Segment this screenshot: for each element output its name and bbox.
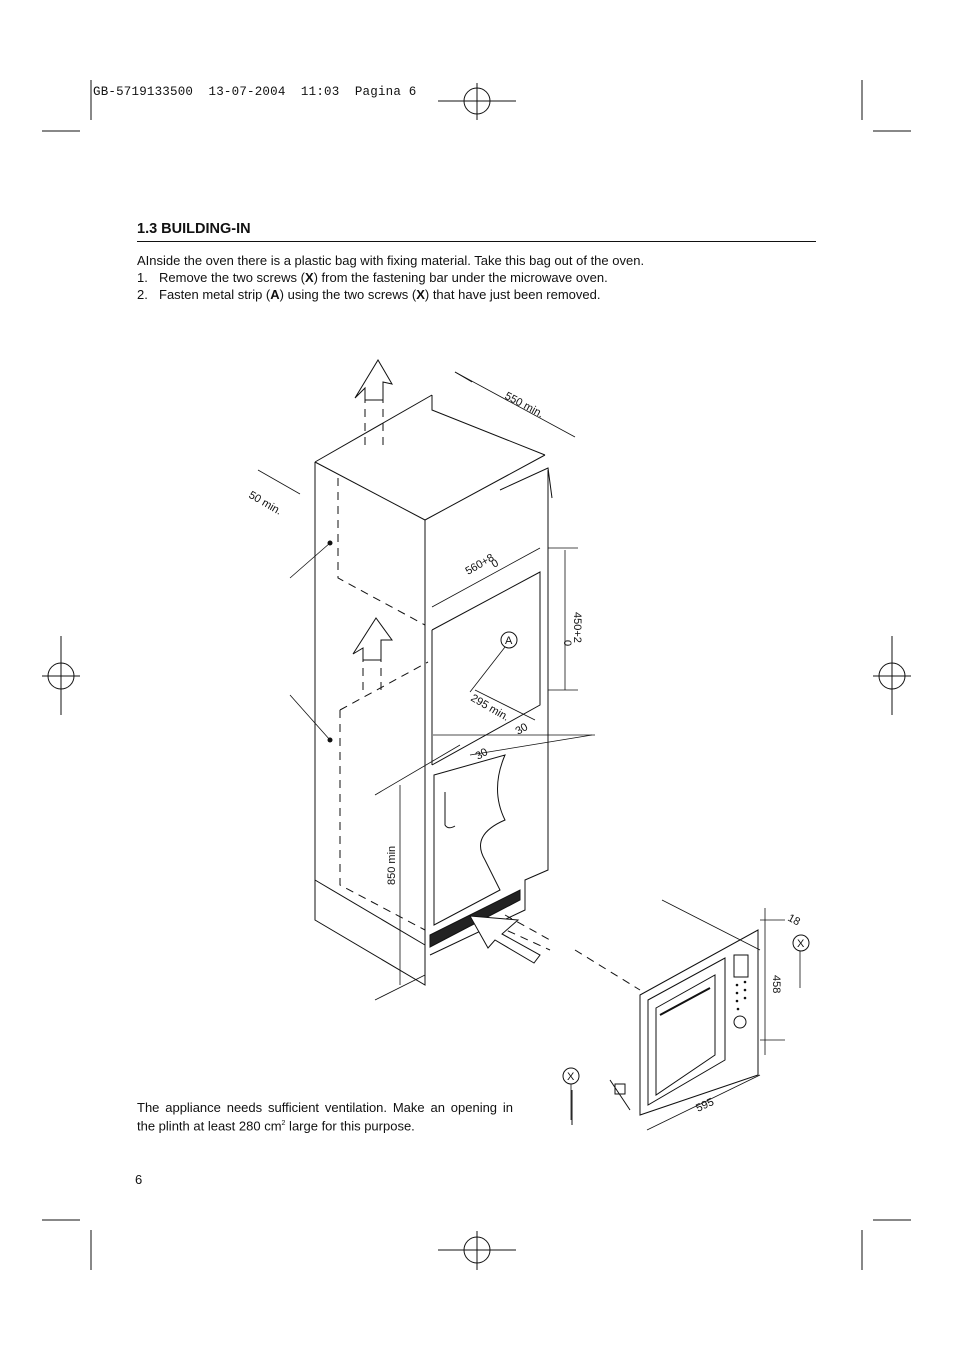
step-2-post: ) that have just been removed. [424,287,601,302]
marker-a-leader [469,646,506,693]
dim-height: 450+2 [571,612,583,643]
page-number: 6 [135,1172,143,1187]
step-1-pre: Remove the two screws ( [159,270,305,285]
dim-width-tol: 0 [490,557,501,570]
step-1-post: ) from the fastening bar under the micro… [313,270,608,285]
dim-oven-depth: 18 [786,912,802,928]
vent-note-text: The appliance needs sufficient ventilati… [137,1100,513,1134]
dim-floor: 850 min [386,846,398,885]
pivot-dots [327,540,333,743]
air-arrows [352,359,541,964]
step-1-number: 1. [137,270,148,285]
cabinet-outline [314,394,553,986]
vent-note-post: large for this purpose. [285,1118,415,1134]
control-dots [735,980,747,1011]
dim-side-right: 30 [514,721,531,738]
dim-oven-height: 458 [770,975,782,993]
intro-text: AInside the oven there is a plastic bag … [137,253,645,268]
vent-note-sup: 2 [281,1120,286,1127]
step-2-code: A [270,287,280,302]
dimension-lines [257,371,785,1131]
dim-depth: 550 min. [503,390,546,420]
step-2-code2: X [416,287,425,302]
marker-x-right: X [797,938,805,950]
crop-marks [42,80,911,1270]
marker-a: A [505,635,513,647]
dim-gap: 50 min. [247,489,284,517]
dim-side-left: 30 [474,746,491,763]
step-2-pre: Fasten metal strip ( [159,287,271,302]
marker-x-left: X [567,1071,575,1083]
ventilation-note: The appliance needs sufficient ventilati… [137,1100,513,1134]
dim-strip: 295 min. [469,692,512,723]
step-1: 1. Remove the two screws (X) from the fas… [137,269,608,286]
print-slug: GB-5719133500 13-07-2004 11:03 Pagina 6 [93,85,417,99]
dim-oven-width: 595 [694,1096,716,1115]
step-2: 2. Fasten metal strip (A) using the two s… [137,286,600,303]
marker-circles [500,631,810,1085]
step-2-mid: ) using the two screws ( [279,287,417,302]
title-rule [137,241,816,242]
hidden-lines [337,395,641,991]
microwave-oven [571,929,759,1125]
step-1-code: X [304,270,314,285]
step-2-number: 2. [137,287,148,302]
section-title: 1.3 BUILDING-IN [137,221,251,237]
dim-height-tol: 0 [561,640,573,646]
